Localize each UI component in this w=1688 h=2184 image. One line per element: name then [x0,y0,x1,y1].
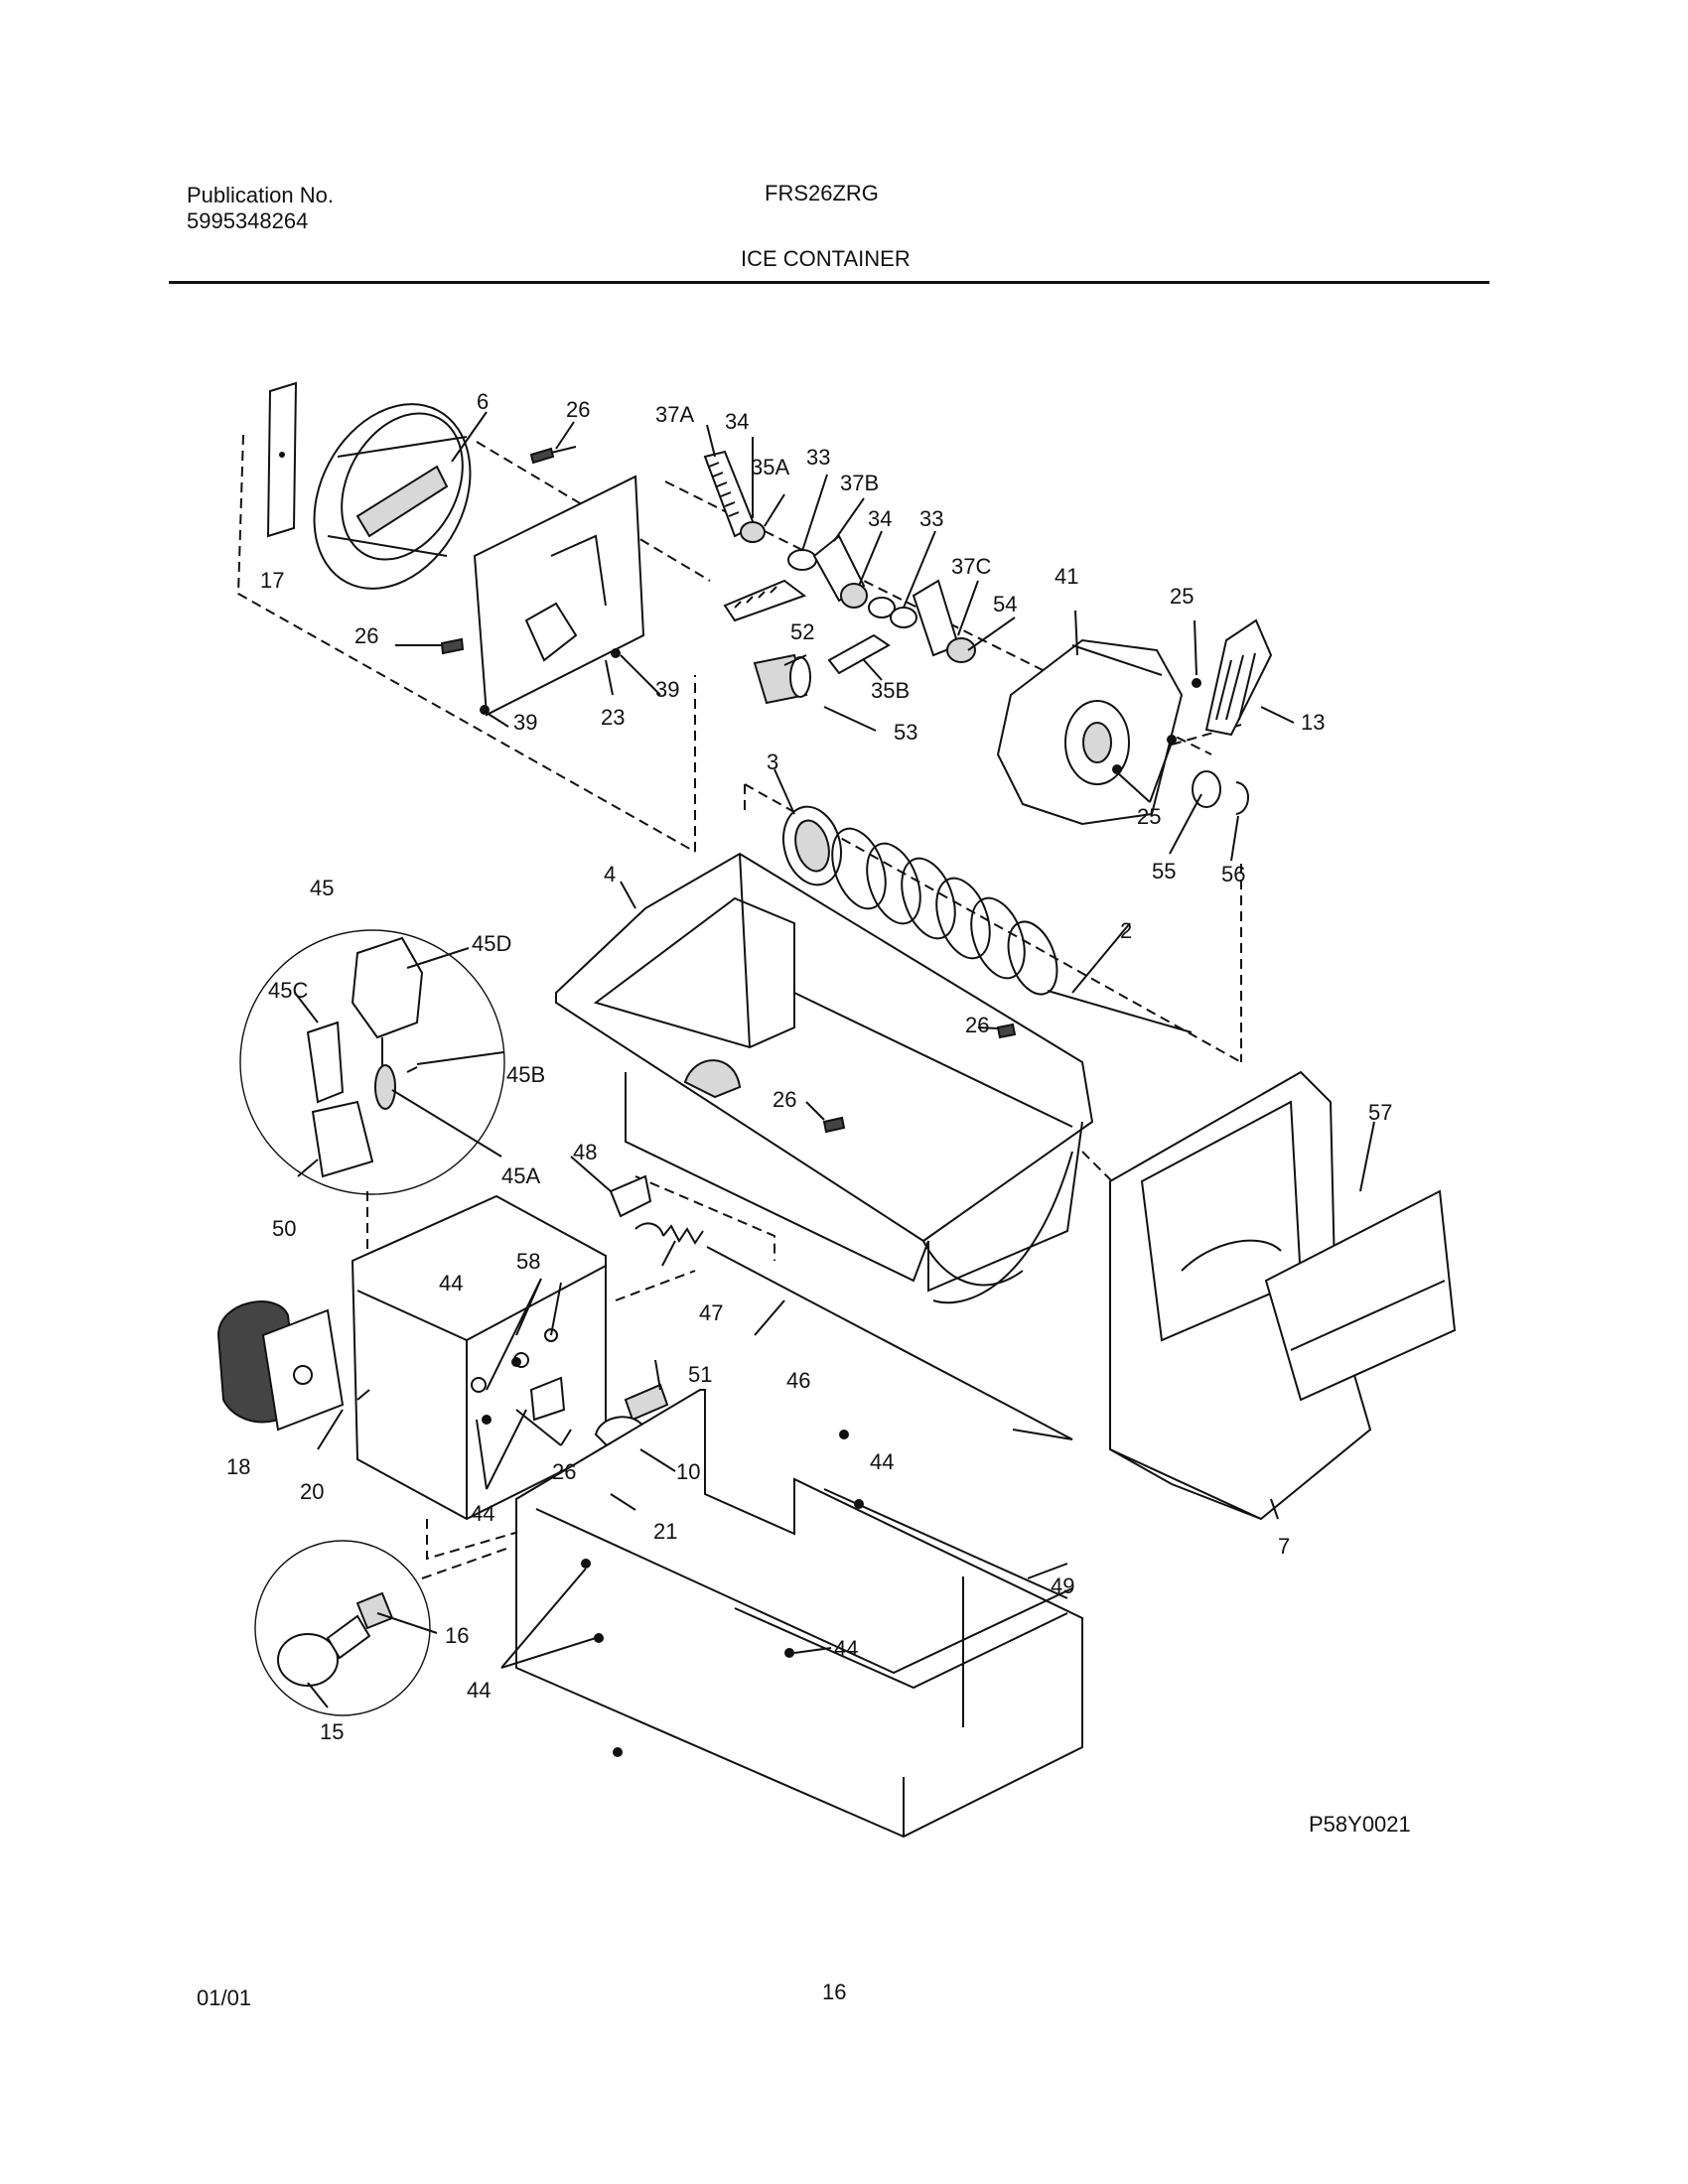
publication-label: Publication No. [187,183,334,207]
part-52-cylinder [753,653,877,732]
callout-26e: 26 [552,1459,576,1484]
part-49-tray [515,1389,1083,1839]
header-rule [169,281,1489,284]
part-47-spring [634,1222,704,1245]
callout-54: 54 [993,592,1017,616]
callout-50: 50 [272,1216,296,1241]
part-15-16-lamp-circle [254,1540,431,1716]
callout-52: 52 [790,619,814,644]
callout-44e: 44 [467,1678,491,1703]
callout-45d: 45D [472,931,511,956]
part-46-rod [706,1246,1073,1440]
leader-lines [294,411,1375,1708]
callout-26c: 26 [965,1013,989,1037]
callout-44d: 44 [834,1636,858,1661]
callout-44: 44 [439,1271,463,1296]
part-51-bushing [624,1383,669,1422]
callout-45c: 45C [268,978,308,1003]
callout-35b: 35B [871,678,910,703]
part-48-bracket [609,1174,652,1218]
part-18-motor [216,1300,345,1432]
callout-26b: 26 [354,623,378,648]
callout-53: 53 [894,720,917,745]
callout-45b: 45B [506,1062,545,1087]
diagram-code: P58Y0021 [1309,1812,1411,1837]
publication-number: 5995348264 [187,208,309,233]
model-number: FRS26ZRG [765,181,879,205]
callout-37b: 37B [840,471,879,495]
callout-17: 17 [260,568,284,593]
callout-45: 45 [310,876,334,900]
callout-7: 7 [1278,1534,1290,1559]
callout-48: 48 [573,1140,597,1164]
part-26-screws-bin [822,1023,1017,1134]
part-6-auger-wheel [313,403,472,590]
part-17-plate [266,381,298,538]
callout-44b: 44 [870,1449,894,1474]
section-title: ICE CONTAINER [741,246,911,271]
callout-2: 2 [1120,918,1132,943]
callout-37a: 37A [655,402,694,427]
callout-10: 10 [676,1459,700,1484]
callout-4: 4 [604,862,616,887]
callout-15: 15 [320,1719,344,1744]
callout-39b: 39 [513,710,537,735]
callout-37c: 37C [951,554,991,579]
footer-date: 01/01 [197,1985,252,2010]
callout-58: 58 [516,1249,540,1274]
callout-51: 51 [688,1362,712,1387]
part-4-ice-bin [555,852,1094,1304]
part-26-screws-top [440,446,577,655]
part-2-spring [831,827,1193,1033]
callout-labels: 6 26 37A 34 35A 33 37B 34 33 37C 54 41 2… [226,389,1392,1744]
callout-49: 49 [1051,1573,1074,1598]
callout-16: 16 [445,1623,469,1648]
callout-33b: 33 [919,506,943,531]
gear-stack [703,450,976,675]
callout-41: 41 [1055,564,1078,589]
part-41-housing [996,638,1201,826]
part-45-detail-circle [239,929,505,1195]
callout-6: 6 [477,389,489,414]
callout-57: 57 [1368,1100,1392,1125]
footer-page-number: 16 [822,1979,847,2004]
part-23-bracket-plate [473,475,645,717]
part-3-ring [782,805,842,887]
callout-23: 23 [601,705,625,730]
callout-33: 33 [806,445,830,470]
callout-55: 55 [1152,859,1176,884]
part-13-clip [1204,618,1273,737]
callout-20: 20 [300,1479,324,1504]
callout-46: 46 [786,1368,810,1393]
callout-39: 39 [655,677,679,702]
callout-13: 13 [1301,710,1325,735]
callout-25b: 25 [1137,804,1161,829]
callout-35a: 35A [751,455,789,479]
part-57-dispenser-door [1264,1189,1457,1402]
callout-45a: 45A [501,1163,540,1188]
callout-26d: 26 [773,1087,796,1112]
callout-34: 34 [725,409,749,434]
part-55-56-rings [1192,770,1249,815]
callout-56: 56 [1221,862,1245,887]
callout-26: 26 [566,397,590,422]
callout-47: 47 [699,1300,723,1325]
callout-34b: 34 [868,506,892,531]
callout-3: 3 [767,750,778,774]
callout-18: 18 [226,1454,250,1479]
part-44-screws-lower [482,1357,864,1757]
callout-25: 25 [1170,584,1194,609]
callout-21: 21 [653,1519,677,1544]
callout-44c: 44 [471,1501,494,1526]
